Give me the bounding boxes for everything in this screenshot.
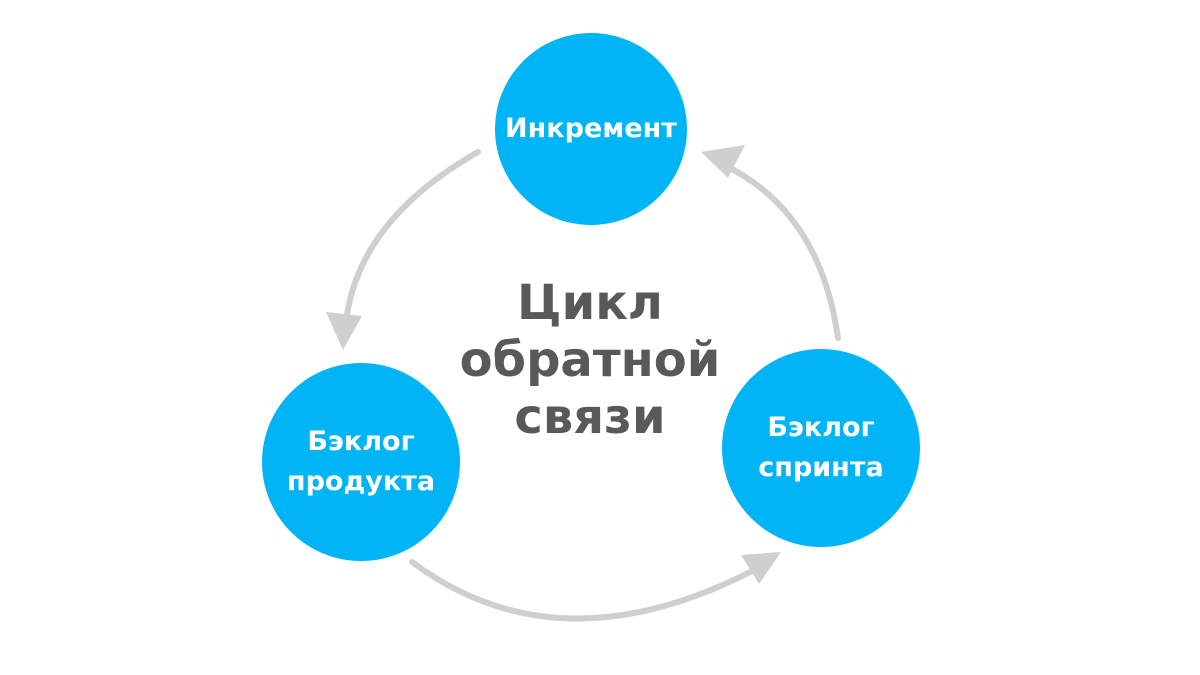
node-product-backlog-label-line1: Бэклог (307, 426, 415, 457)
node-product-backlog: Бэклог продукта (262, 363, 460, 561)
arrow-product-to-sprint-backlog (409, 559, 761, 622)
arrow-head-down-icon (326, 312, 362, 350)
node-sprint-backlog-label-line1: Бэклог (767, 412, 875, 443)
cycle-title: Цикл обратной связи (440, 275, 740, 446)
node-sprint-backlog-label-line2: спринта (758, 452, 884, 483)
arrow-increment-to-product-backlog (342, 149, 481, 338)
cycle-title-line1: Цикл (517, 275, 663, 331)
node-product-backlog-label-line2: продукта (286, 466, 436, 497)
arrow-head-up-left-icon (701, 145, 745, 178)
node-increment-label: Инкремент (505, 113, 677, 144)
arrow-head-right-icon (741, 552, 781, 584)
node-sprint-backlog: Бэклог спринта (722, 349, 920, 547)
cycle-title-line2: обратной (459, 332, 721, 388)
arrow-sprint-backlog-to-increment (719, 161, 841, 341)
node-increment: Инкремент (495, 33, 687, 225)
cycle-title-line3: связи (514, 389, 666, 445)
